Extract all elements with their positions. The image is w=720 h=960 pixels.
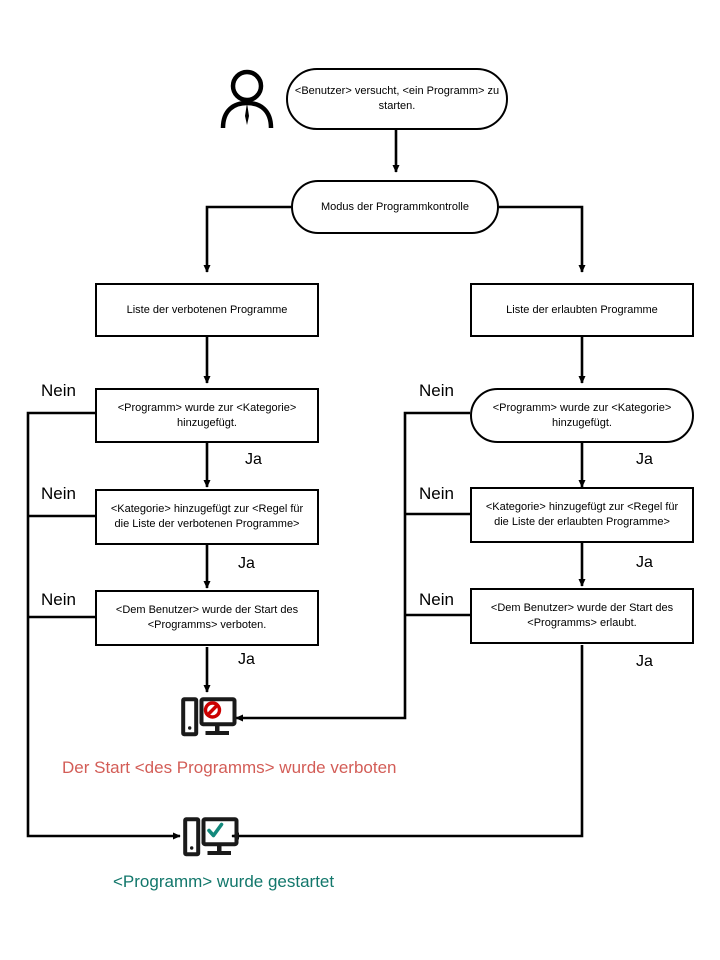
edge-label-ja-left-3: Ja (238, 651, 255, 668)
node-right-user[interactable]: <Dem Benutzer> wurde der Start des <Prog… (470, 588, 694, 644)
node-left-user[interactable]: <Dem Benutzer> wurde der Start des <Prog… (95, 590, 319, 646)
node-right-user-label: <Dem Benutzer> wurde der Start des <Prog… (490, 602, 674, 629)
node-mode[interactable]: Modus der Programmkontrolle (291, 180, 499, 234)
edge-label-ja-left-2: Ja (238, 555, 255, 572)
edge-label-nein-right-3: Nein (419, 590, 454, 609)
edge-label-ja-right-2: Ja (636, 554, 653, 571)
node-left-rule-label: <Kategorie> hinzugefügt zur <Regel für d… (110, 503, 304, 530)
edge-label-ja-right-3: Ja (636, 653, 653, 670)
edge-label-nein-left-3: Nein (41, 590, 76, 609)
node-allowlist-label: Liste der erlaubten Programme (506, 303, 658, 316)
computer-blocked-icon (181, 697, 237, 741)
node-left-rule[interactable]: <Kategorie> hinzugefügt zur <Regel für d… (95, 489, 319, 545)
node-denylist-label: Liste der verbotenen Programme (126, 303, 288, 316)
node-right-category[interactable]: <Programm> wurde zur <Kategorie> hinzuge… (470, 388, 694, 443)
computer-allowed-icon (183, 817, 239, 861)
edge-label-ja-left-1: Ja (245, 451, 262, 468)
node-mode-label: Modus der Programmkontrolle (321, 200, 469, 213)
edge-label-nein-left-1: Nein (41, 381, 76, 400)
node-allowlist[interactable]: Liste der erlaubten Programme (470, 283, 694, 337)
edge-label-ja-right-1: Ja (636, 451, 653, 468)
node-right-rule-label: <Kategorie> hinzugefügt zur <Regel für d… (485, 501, 679, 528)
denied-caption: Der Start <des Programms> wurde verboten (62, 758, 397, 777)
node-right-category-label: <Programm> wurde zur <Kategorie> hinzuge… (492, 401, 672, 429)
allowed-caption: <Programm> wurde gestartet (113, 872, 335, 891)
node-denylist[interactable]: Liste der verbotenen Programme (95, 283, 319, 337)
edge-label-nein-right-2: Nein (419, 484, 454, 503)
node-left-category[interactable]: <Programm> wurde zur <Kategorie> hinzuge… (95, 388, 319, 443)
node-right-rule[interactable]: <Kategorie> hinzugefügt zur <Regel für d… (470, 487, 694, 543)
node-start[interactable]: <Benutzer> versucht, <ein Programm> zu s… (286, 68, 508, 130)
user-figure-icon (218, 68, 276, 130)
node-left-user-label: <Dem Benutzer> wurde der Start des <Prog… (115, 604, 299, 631)
edge-label-nein-left-2: Nein (41, 484, 76, 503)
node-start-label: <Benutzer> versucht, <ein Programm> zu s… (294, 85, 500, 112)
node-left-category-label: <Programm> wurde zur <Kategorie> hinzuge… (117, 401, 297, 429)
edge-label-nein-right-1: Nein (419, 381, 454, 400)
